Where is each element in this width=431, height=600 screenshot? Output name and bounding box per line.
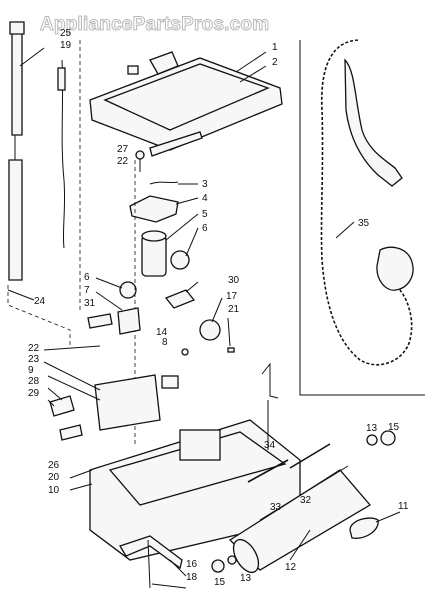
- base-assembly[interactable]: [89, 374, 301, 561]
- label-32: 32: [300, 495, 312, 506]
- label-15-b: 15: [214, 577, 226, 588]
- endcap-15-b[interactable]: [211, 559, 225, 573]
- bristle-32[interactable]: [289, 443, 331, 469]
- label-10: 10: [48, 485, 60, 496]
- label-2: 2: [272, 57, 278, 68]
- label-23: 23: [28, 354, 40, 365]
- filter-30[interactable]: [164, 289, 196, 309]
- handle-tube[interactable]: [8, 21, 25, 281]
- label-14: 14: [156, 327, 168, 338]
- watermark: AppliancePartsPros.com: [40, 14, 269, 35]
- label-7: 7: [84, 285, 90, 296]
- label-12: 12: [285, 562, 297, 573]
- label-33: 33: [270, 502, 282, 513]
- label-27: 27: [117, 144, 129, 155]
- label-13-b: 13: [240, 573, 252, 584]
- label-29: 29: [28, 388, 40, 399]
- label-17: 17: [226, 291, 238, 302]
- cover-29[interactable]: [49, 395, 75, 417]
- bracket-7[interactable]: [117, 307, 141, 335]
- pedal-16[interactable]: [119, 535, 183, 589]
- leader-lines: [7, 47, 401, 589]
- pulley-17[interactable]: [199, 319, 221, 341]
- label-30: 30: [228, 275, 240, 286]
- clip-3[interactable]: [149, 181, 179, 185]
- label-11: 11: [398, 501, 409, 512]
- label-8: 8: [162, 337, 168, 348]
- label-31: 31: [84, 298, 96, 309]
- label-35: 35: [358, 218, 370, 229]
- label-20: 20: [48, 472, 60, 483]
- label-26: 26: [48, 460, 60, 471]
- label-4: 4: [202, 193, 208, 204]
- part-21[interactable]: [227, 347, 235, 353]
- label-5: 5: [202, 209, 208, 220]
- label-28: 28: [28, 376, 40, 387]
- dashed-guide: [7, 285, 71, 345]
- label-21: 21: [228, 304, 240, 315]
- label-1: 1: [272, 42, 278, 53]
- power-cord[interactable]: [57, 59, 66, 249]
- switch-8[interactable]: [161, 375, 179, 389]
- part-labels: 1 2 3 4 5 6 6 7 8 9 10 11 12 13 13 14 15…: [28, 28, 409, 588]
- label-19: 19: [60, 40, 72, 51]
- label-6-a: 6: [202, 223, 208, 234]
- part-14[interactable]: [181, 348, 189, 356]
- label-22-b: 22: [117, 156, 129, 167]
- endcap-15[interactable]: [380, 430, 396, 446]
- bracket-4[interactable]: [129, 195, 179, 223]
- pad-31[interactable]: [87, 313, 113, 329]
- hood-cover[interactable]: [89, 51, 283, 151]
- label-16: 16: [186, 559, 198, 570]
- endcap-13[interactable]: [366, 434, 378, 446]
- hose-box: [299, 40, 425, 396]
- motor-fan[interactable]: [119, 230, 190, 299]
- label-25: 25: [60, 28, 72, 39]
- pad-26[interactable]: [59, 424, 83, 441]
- label-18: 18: [186, 572, 198, 583]
- label-9: 9: [28, 365, 34, 376]
- endcap-13-b[interactable]: [227, 555, 237, 565]
- bristle-33[interactable]: [247, 459, 289, 483]
- brush-roll[interactable]: [228, 465, 371, 577]
- label-13-a: 13: [366, 423, 378, 434]
- label-15-a: 15: [388, 422, 400, 433]
- screw-27[interactable]: [135, 150, 145, 172]
- rod-34[interactable]: [261, 362, 279, 399]
- hood-gasket[interactable]: [149, 131, 203, 157]
- label-3: 3: [202, 179, 208, 190]
- label-34: 34: [264, 440, 276, 451]
- label-6-b: 6: [84, 272, 90, 283]
- label-24: 24: [34, 296, 46, 307]
- hose-assembly[interactable]: [318, 37, 415, 368]
- belt-11[interactable]: [349, 517, 379, 539]
- label-22-a: 22: [28, 343, 40, 354]
